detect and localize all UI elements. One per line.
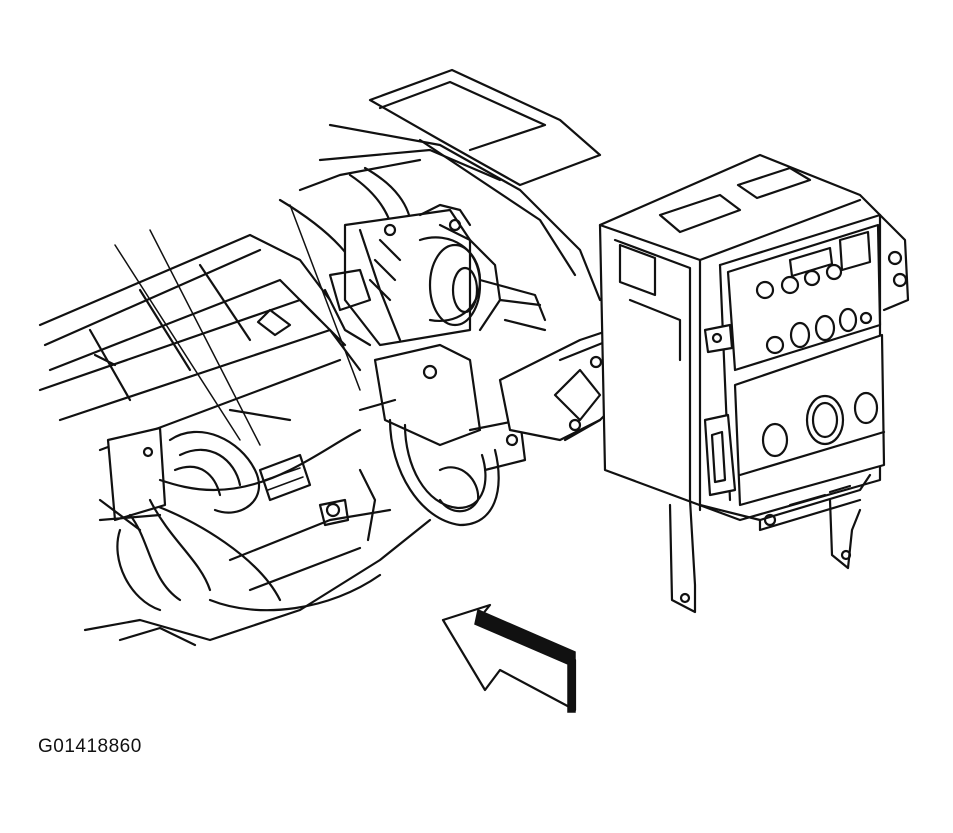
instrument-panel-cluster xyxy=(598,153,910,614)
wiring-harness xyxy=(98,408,362,612)
upper-dash-trim xyxy=(278,68,602,302)
figure-id-label: G01418860 xyxy=(38,736,142,757)
indicator-arrow xyxy=(441,603,577,713)
left-mounting-plate xyxy=(98,426,167,532)
lower-bracket xyxy=(318,343,527,542)
leader-lines xyxy=(114,204,361,446)
steering-column-lock-assembly xyxy=(323,203,547,347)
dash-panel xyxy=(38,233,432,647)
